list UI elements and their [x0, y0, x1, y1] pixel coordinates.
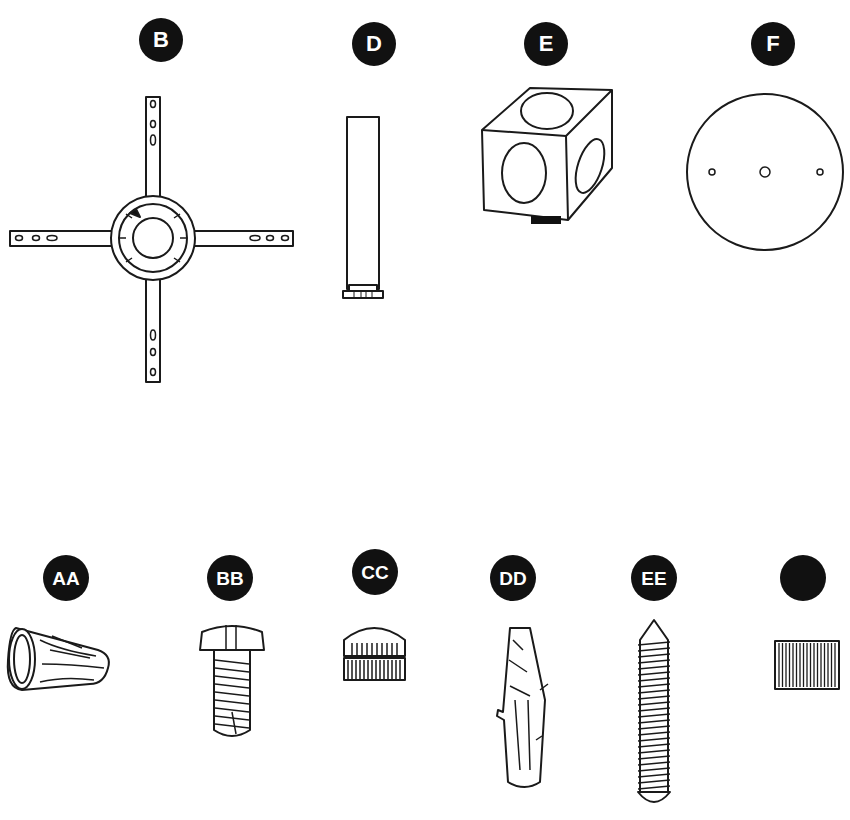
cube-connector	[482, 88, 612, 224]
callout-letter: F	[766, 33, 779, 55]
cap-nut	[344, 628, 405, 680]
callout-letter: D	[366, 33, 382, 55]
callout-letter: AA	[52, 569, 79, 588]
machine-screw	[200, 625, 264, 736]
canopy-plate	[687, 94, 843, 250]
callout-letter: B	[153, 29, 169, 51]
callout-discs	[43, 18, 826, 601]
callout-letter: CC	[361, 563, 388, 582]
down-rod	[343, 117, 383, 298]
callout-letter: E	[539, 33, 554, 55]
callout-letter: BB	[216, 569, 243, 588]
mounting-bracket	[10, 97, 293, 382]
callout-letter: EE	[641, 569, 666, 588]
wall-anchor	[497, 628, 548, 787]
wire-nut	[8, 628, 109, 690]
callout-letter: DD	[499, 569, 526, 588]
wood-screw	[638, 620, 670, 802]
knurled-nut	[775, 641, 839, 689]
